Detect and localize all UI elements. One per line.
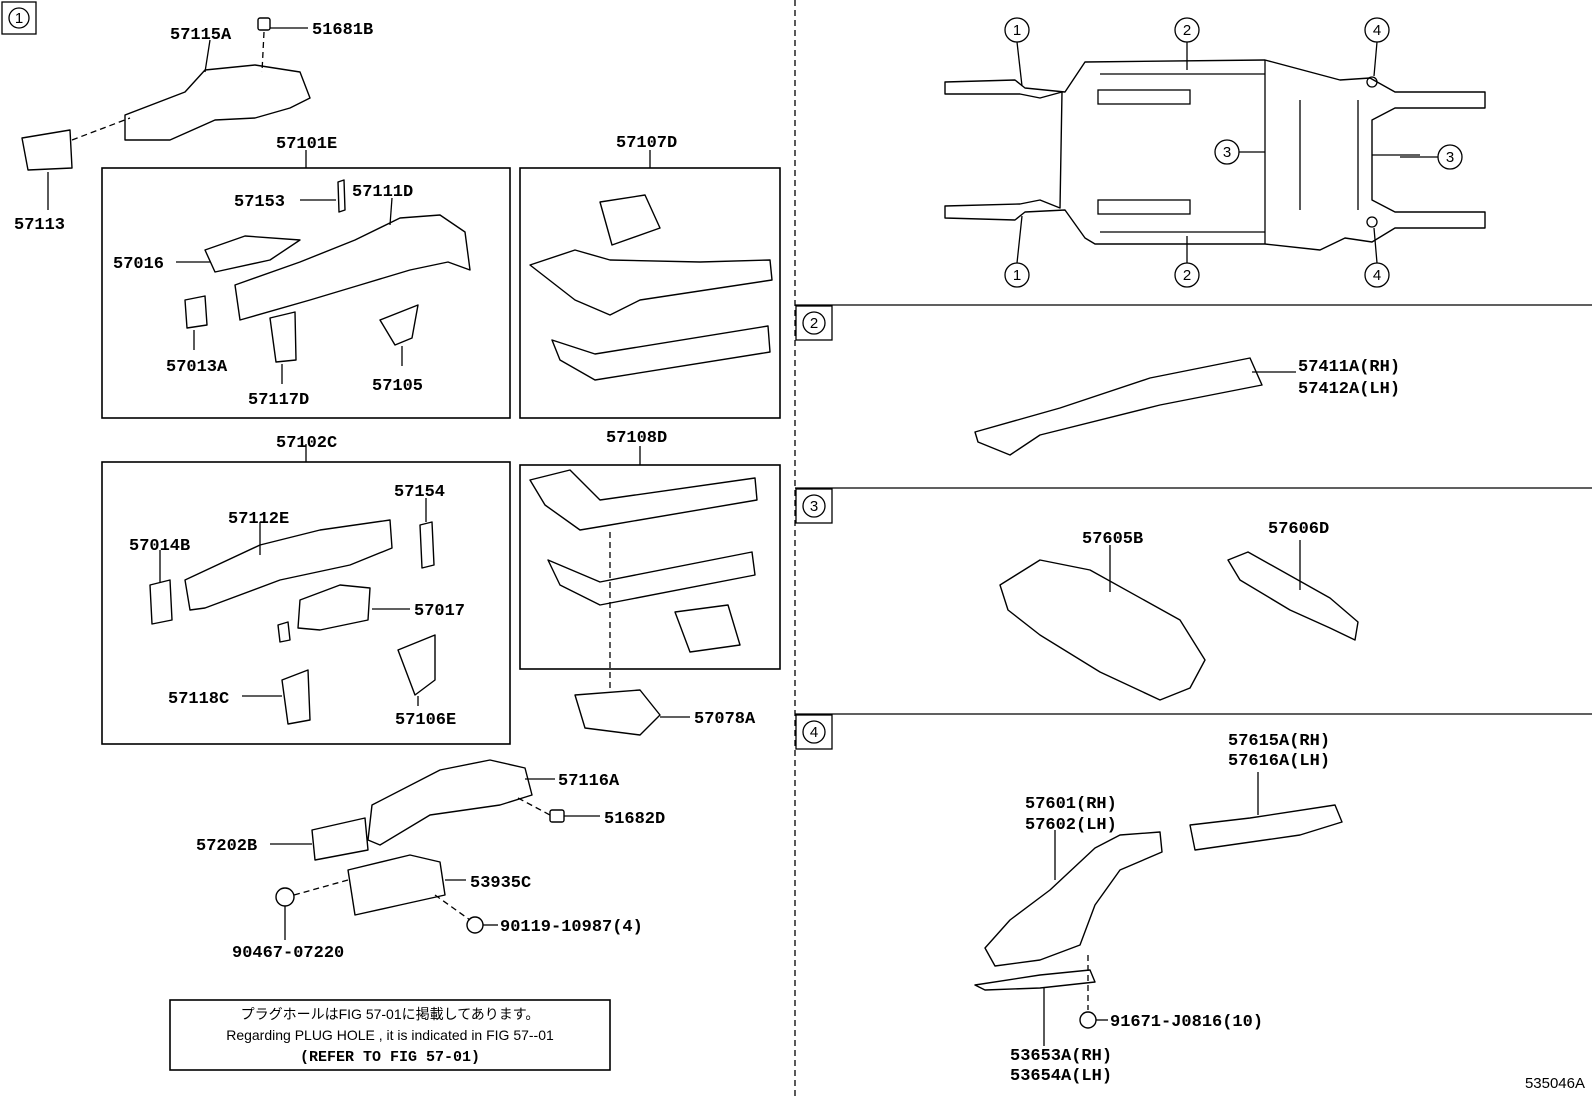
part-57106E	[397, 634, 436, 696]
part-57118C	[281, 669, 311, 725]
part-57113	[21, 129, 73, 171]
part-57017-clip	[277, 621, 291, 643]
part-91671-J0816	[1079, 1011, 1097, 1029]
svg-text:4: 4	[1373, 267, 1381, 284]
part-57606D	[1227, 551, 1359, 641]
svg-text:3: 3	[1446, 149, 1454, 166]
overview-callouts: 1 2 3 4 1 2 3 4	[1004, 17, 1463, 288]
label-57107D: 57107D	[616, 134, 677, 153]
label-57016: 57016	[113, 255, 164, 274]
section-marker-2-text: 2	[810, 315, 818, 332]
label-53653A: 53653A(RH)	[1010, 1047, 1112, 1066]
label-57118C: 57118C	[168, 690, 229, 709]
part-57013A	[184, 295, 208, 329]
part-57107D-rail-lower	[551, 325, 771, 381]
part-57107D-bracket	[599, 194, 661, 246]
label-57017: 57017	[414, 602, 465, 621]
label-57615A: 57615A(RH)	[1228, 732, 1330, 751]
section-marker-1-text: 1	[15, 10, 23, 27]
part-57202B	[311, 817, 369, 861]
section-marker-3-text: 3	[810, 498, 818, 515]
note-reference: (REFER TO FIG 57-01)	[300, 1049, 480, 1066]
part-57411A	[974, 357, 1263, 456]
label-57153: 57153	[234, 193, 285, 212]
label-57106E: 57106E	[395, 711, 456, 730]
label-57111D: 57111D	[352, 183, 413, 202]
svg-text:4: 4	[1373, 22, 1381, 39]
part-57153	[337, 179, 346, 213]
part-57111D	[234, 214, 471, 321]
label-57412A: 57412A(LH)	[1298, 380, 1400, 399]
label-51681B: 51681B	[312, 21, 373, 40]
label-57078A: 57078A	[694, 710, 756, 729]
label-53935C: 53935C	[470, 874, 531, 893]
svg-text:1: 1	[1013, 267, 1021, 284]
label-57602: 57602(LH)	[1025, 816, 1117, 835]
section-marker-4: 4	[795, 714, 833, 750]
part-57107D-rail-upper	[529, 249, 773, 316]
part-90467-07220	[275, 887, 295, 907]
label-57601: 57601(RH)	[1025, 795, 1117, 814]
label-57154: 57154	[394, 483, 445, 502]
label-90467-07220: 90467-07220	[232, 944, 344, 963]
plug-hole-note	[169, 999, 611, 1071]
svg-text:1: 1	[1013, 22, 1021, 39]
note-japanese: プラグホールはFIG 57-01に掲載してあります。	[241, 1006, 540, 1022]
label-57102C: 57102C	[276, 434, 337, 453]
svg-text:3: 3	[1223, 144, 1231, 161]
label-91671-J0816: 91671-J0816(10)	[1110, 1013, 1263, 1032]
part-57014B	[149, 579, 173, 625]
part-57078A	[574, 689, 661, 736]
part-57117D	[269, 311, 297, 363]
part-57016	[204, 235, 301, 273]
svg-text:2: 2	[1183, 22, 1191, 39]
part-57108D-rail-lower	[547, 551, 756, 606]
label-57113: 57113	[14, 216, 65, 235]
label-57101E: 57101E	[276, 135, 337, 154]
part-57116A	[367, 759, 533, 846]
section-marker-2: 2	[795, 305, 833, 341]
label-57115A: 57115A	[170, 26, 232, 45]
label-57117D: 57117D	[248, 391, 309, 410]
label-57108D: 57108D	[606, 429, 667, 448]
part-57615A	[1189, 804, 1343, 851]
label-57606D: 57606D	[1268, 520, 1329, 539]
part-57601	[984, 831, 1163, 967]
label-53654A: 53654A(LH)	[1010, 1067, 1112, 1086]
group-box-57108D	[519, 464, 781, 670]
label-90119-10987: 90119-10987(4)	[500, 918, 643, 937]
label-57605B: 57605B	[1082, 530, 1143, 549]
label-57105: 57105	[372, 377, 423, 396]
label-57112E: 57112E	[228, 510, 289, 529]
part-57017	[297, 584, 371, 631]
label-57116A: 57116A	[558, 772, 620, 791]
note-english: Regarding PLUG HOLE , it is indicated in…	[226, 1027, 554, 1043]
part-57154	[419, 521, 435, 569]
section-marker-1: 1	[1, 1, 37, 35]
label-57014B: 57014B	[129, 537, 190, 556]
part-51682D	[549, 809, 565, 823]
part-51681B	[257, 17, 271, 31]
figure-id: 535046A	[1525, 1075, 1585, 1092]
part-53653A	[974, 969, 1096, 991]
part-57605B	[999, 559, 1206, 701]
section-marker-4-text: 4	[810, 724, 818, 741]
part-57105	[379, 304, 419, 346]
part-57108D-bracket	[674, 604, 741, 653]
label-57411A: 57411A(RH)	[1298, 358, 1400, 377]
part-57115A	[124, 64, 311, 141]
part-57108D-rail-upper	[529, 469, 758, 531]
part-53935C	[347, 854, 446, 916]
label-57013A: 57013A	[166, 358, 228, 377]
svg-text:2: 2	[1183, 267, 1191, 284]
label-57202B: 57202B	[196, 837, 257, 856]
part-57112E	[184, 519, 393, 611]
label-51682D: 51682D	[604, 810, 665, 829]
section-marker-3: 3	[795, 488, 833, 524]
label-57616A: 57616A(LH)	[1228, 752, 1330, 771]
